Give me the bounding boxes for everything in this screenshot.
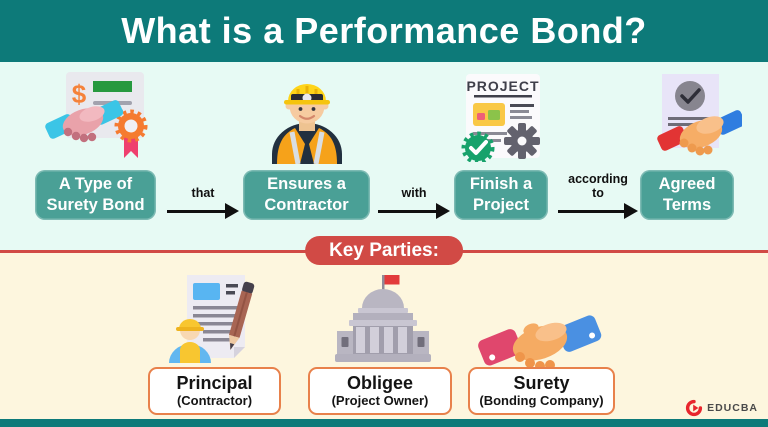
party-box-surety: Surety (Bonding Company) [468,367,615,415]
step-button-surety-bond: A Type of Surety Bond [35,170,156,220]
handshake-glyph [45,100,124,143]
right-arrow-icon [558,203,638,219]
right-arrow-icon [378,203,450,219]
pencil-glyph [228,281,255,350]
step-label-line: Finish a [469,175,533,194]
party-role: (Bonding Company) [479,393,604,409]
party-name: Principal [176,373,253,394]
party-role: (Contractor) [176,393,253,409]
connector-label: that [191,186,215,200]
party-box-obligee: Obligee (Project Owner) [308,367,452,415]
project-doc-title: PROJECT [466,78,539,94]
step-label-line: Contractor [264,196,349,214]
page-title: What is a Performance Bond? [121,10,647,51]
connector-with: with [378,186,450,219]
flow-section: $ [0,62,768,253]
step-button-agreed-terms: Agreed Terms [640,170,734,220]
step-label-line: Agreed [658,175,716,194]
connector-according-to: according to [558,172,638,219]
brand-name: EDUCBA [707,402,758,414]
step-label-line: Surety Bond [46,196,145,214]
connector-label: according to [568,172,628,200]
handshake-glyph [657,110,742,156]
step-button-finish-project: Finish a Project [454,170,548,220]
party-box-principal: Principal (Contractor) [148,367,281,415]
rosette-ribbon [114,109,148,158]
step-label-line: Project [473,196,529,214]
surety-bond-certificate-icon: $ [45,72,148,158]
small-worker-glyph [169,319,211,363]
right-arrow-icon [167,203,239,219]
contractor-icon [272,84,342,164]
brand-logo: EDUCBA [685,399,758,417]
footer-strip [0,419,768,427]
party-role: (Project Owner) [331,393,429,409]
header-banner: What is a Performance Bond? [0,0,768,62]
party-name: Surety [513,373,570,394]
hard-hat [284,84,330,105]
step-label-line: Terms [662,196,712,214]
dollar-symbol: $ [72,79,87,109]
step-button-contractor: Ensures a Contractor [243,170,370,220]
key-parties-badge: Key Parties: [305,236,463,265]
step-label-line: A Type of [58,175,133,194]
worker-contract-icon [169,275,255,363]
step-label-line: Ensures a [267,175,346,194]
project-document-icon: PROJECT [461,74,540,162]
party-name: Obligee [346,373,413,394]
check-badge [461,131,495,162]
government-building-icon [335,275,431,362]
connector-label: with [401,186,427,200]
key-parties-section: Principal (Contractor) Obligee (Project … [0,253,768,419]
agreement-handshake-icon [657,74,742,156]
educba-logo-icon [685,399,703,417]
connector-that: that [167,186,239,219]
handshake-icon [478,315,602,371]
